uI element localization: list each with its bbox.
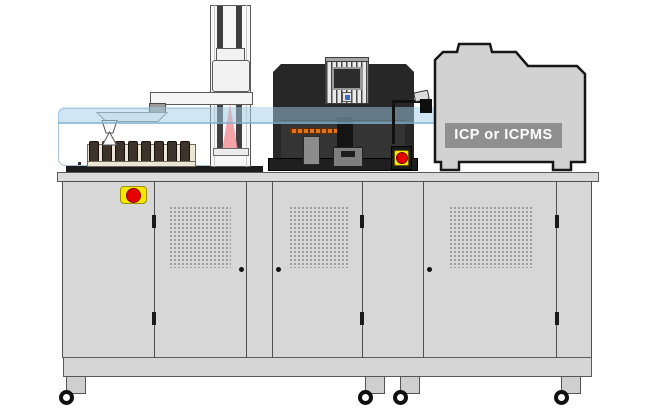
laser-cone-icon [222, 104, 238, 151]
sample-vial [167, 141, 177, 162]
transfer-line [392, 100, 395, 144]
sample-deck-plate [66, 166, 263, 172]
caster-wheel-icon [393, 390, 408, 405]
cabinet-divider [154, 181, 155, 358]
stage-block [303, 136, 320, 165]
tower-rail [217, 104, 223, 151]
sample-stage-heater [289, 128, 344, 134]
control-module-display [341, 151, 355, 157]
perforated-vent-icon [449, 206, 532, 268]
estop-red-dot [395, 152, 408, 164]
door-hinge-icon [360, 312, 364, 325]
carriage-body [212, 60, 250, 92]
power-button-inner [344, 94, 350, 100]
icp-label-plate: ICP or ICPMS [445, 123, 562, 148]
torch-inlet [420, 99, 432, 113]
beam-path-band [58, 107, 434, 124]
door-hinge-icon [555, 312, 559, 325]
door-hinge-icon [555, 215, 559, 228]
tower-rail [236, 6, 242, 49]
caster-wheel-icon [358, 390, 373, 405]
sample-vial [154, 141, 164, 162]
door-hinge-icon [152, 312, 156, 325]
deck-mark [78, 162, 81, 165]
power-button-icon [342, 92, 352, 102]
tower-rail [217, 6, 223, 49]
door-hinge-icon [360, 215, 364, 228]
control-module [333, 147, 363, 167]
cabinet-divider [362, 181, 363, 358]
caster-leg [365, 376, 385, 394]
estop-button-icon [120, 186, 147, 204]
caster-leg [400, 376, 420, 394]
instrument-screen [332, 67, 362, 90]
cabinet-kickplate [63, 357, 592, 377]
sample-vial [128, 141, 138, 162]
sample-vial [89, 141, 99, 162]
estop-button-icon [394, 150, 409, 166]
cabinet-divider [246, 181, 247, 358]
door-knob-icon [276, 267, 281, 272]
caster-wheel-icon [59, 390, 74, 405]
sample-tray-rail [87, 161, 196, 167]
perforated-vent-icon [169, 206, 231, 268]
cabinet-divider [556, 181, 557, 358]
icp-spectrometer-box [433, 42, 587, 172]
sample-vial [180, 141, 190, 162]
tower-crossbar [213, 148, 249, 156]
vent-grille-cap [325, 57, 369, 62]
caster-leg [66, 376, 86, 394]
tower-rail [236, 104, 242, 151]
door-knob-icon [239, 267, 244, 272]
estop-red-dot [126, 187, 141, 203]
cabinet-divider [423, 181, 424, 358]
caster-wheel-icon [554, 390, 569, 405]
door-knob-icon [427, 267, 432, 272]
sample-vial [141, 141, 151, 162]
caster-leg [561, 376, 581, 394]
cabinet-divider [272, 181, 273, 358]
door-hinge-icon [152, 215, 156, 228]
perforated-vent-icon [289, 206, 348, 268]
gantry-arm [150, 92, 253, 105]
transfer-line [393, 100, 422, 103]
instrument-nozzle [337, 117, 353, 148]
